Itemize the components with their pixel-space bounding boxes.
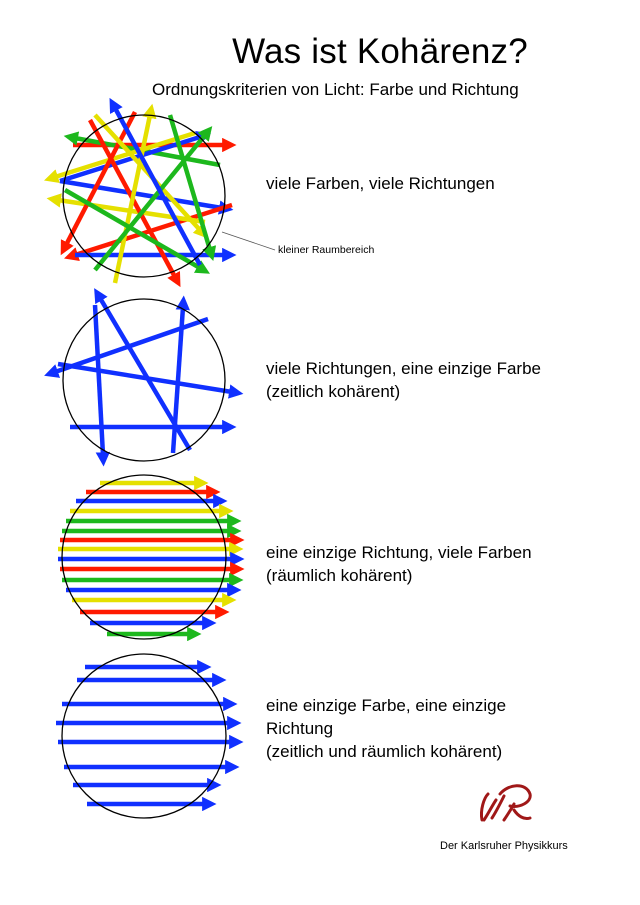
publisher-name: Der Karlsruher Physikkurs xyxy=(440,840,568,852)
label-many-colors-many-directions: viele Farben, viele Richtungen xyxy=(266,174,495,193)
kpk-logo-icon xyxy=(480,784,532,822)
page-title: Was ist Kohärenz? xyxy=(232,32,528,71)
label-many-directions-one-color: viele Richtungen, eine einzige Farbe (ze… xyxy=(266,359,542,401)
annotation-small-region: kleiner Raumbereich xyxy=(278,244,375,256)
page-subtitle: Ordnungskriterien von Licht: Farbe und R… xyxy=(152,80,519,99)
label-one-direction-many-colors: eine einzige Richtung, viele Farben (räu… xyxy=(266,543,532,585)
label-one-color-one-direction: eine einzige Farbe, eine einzige Richtun… xyxy=(266,696,507,761)
